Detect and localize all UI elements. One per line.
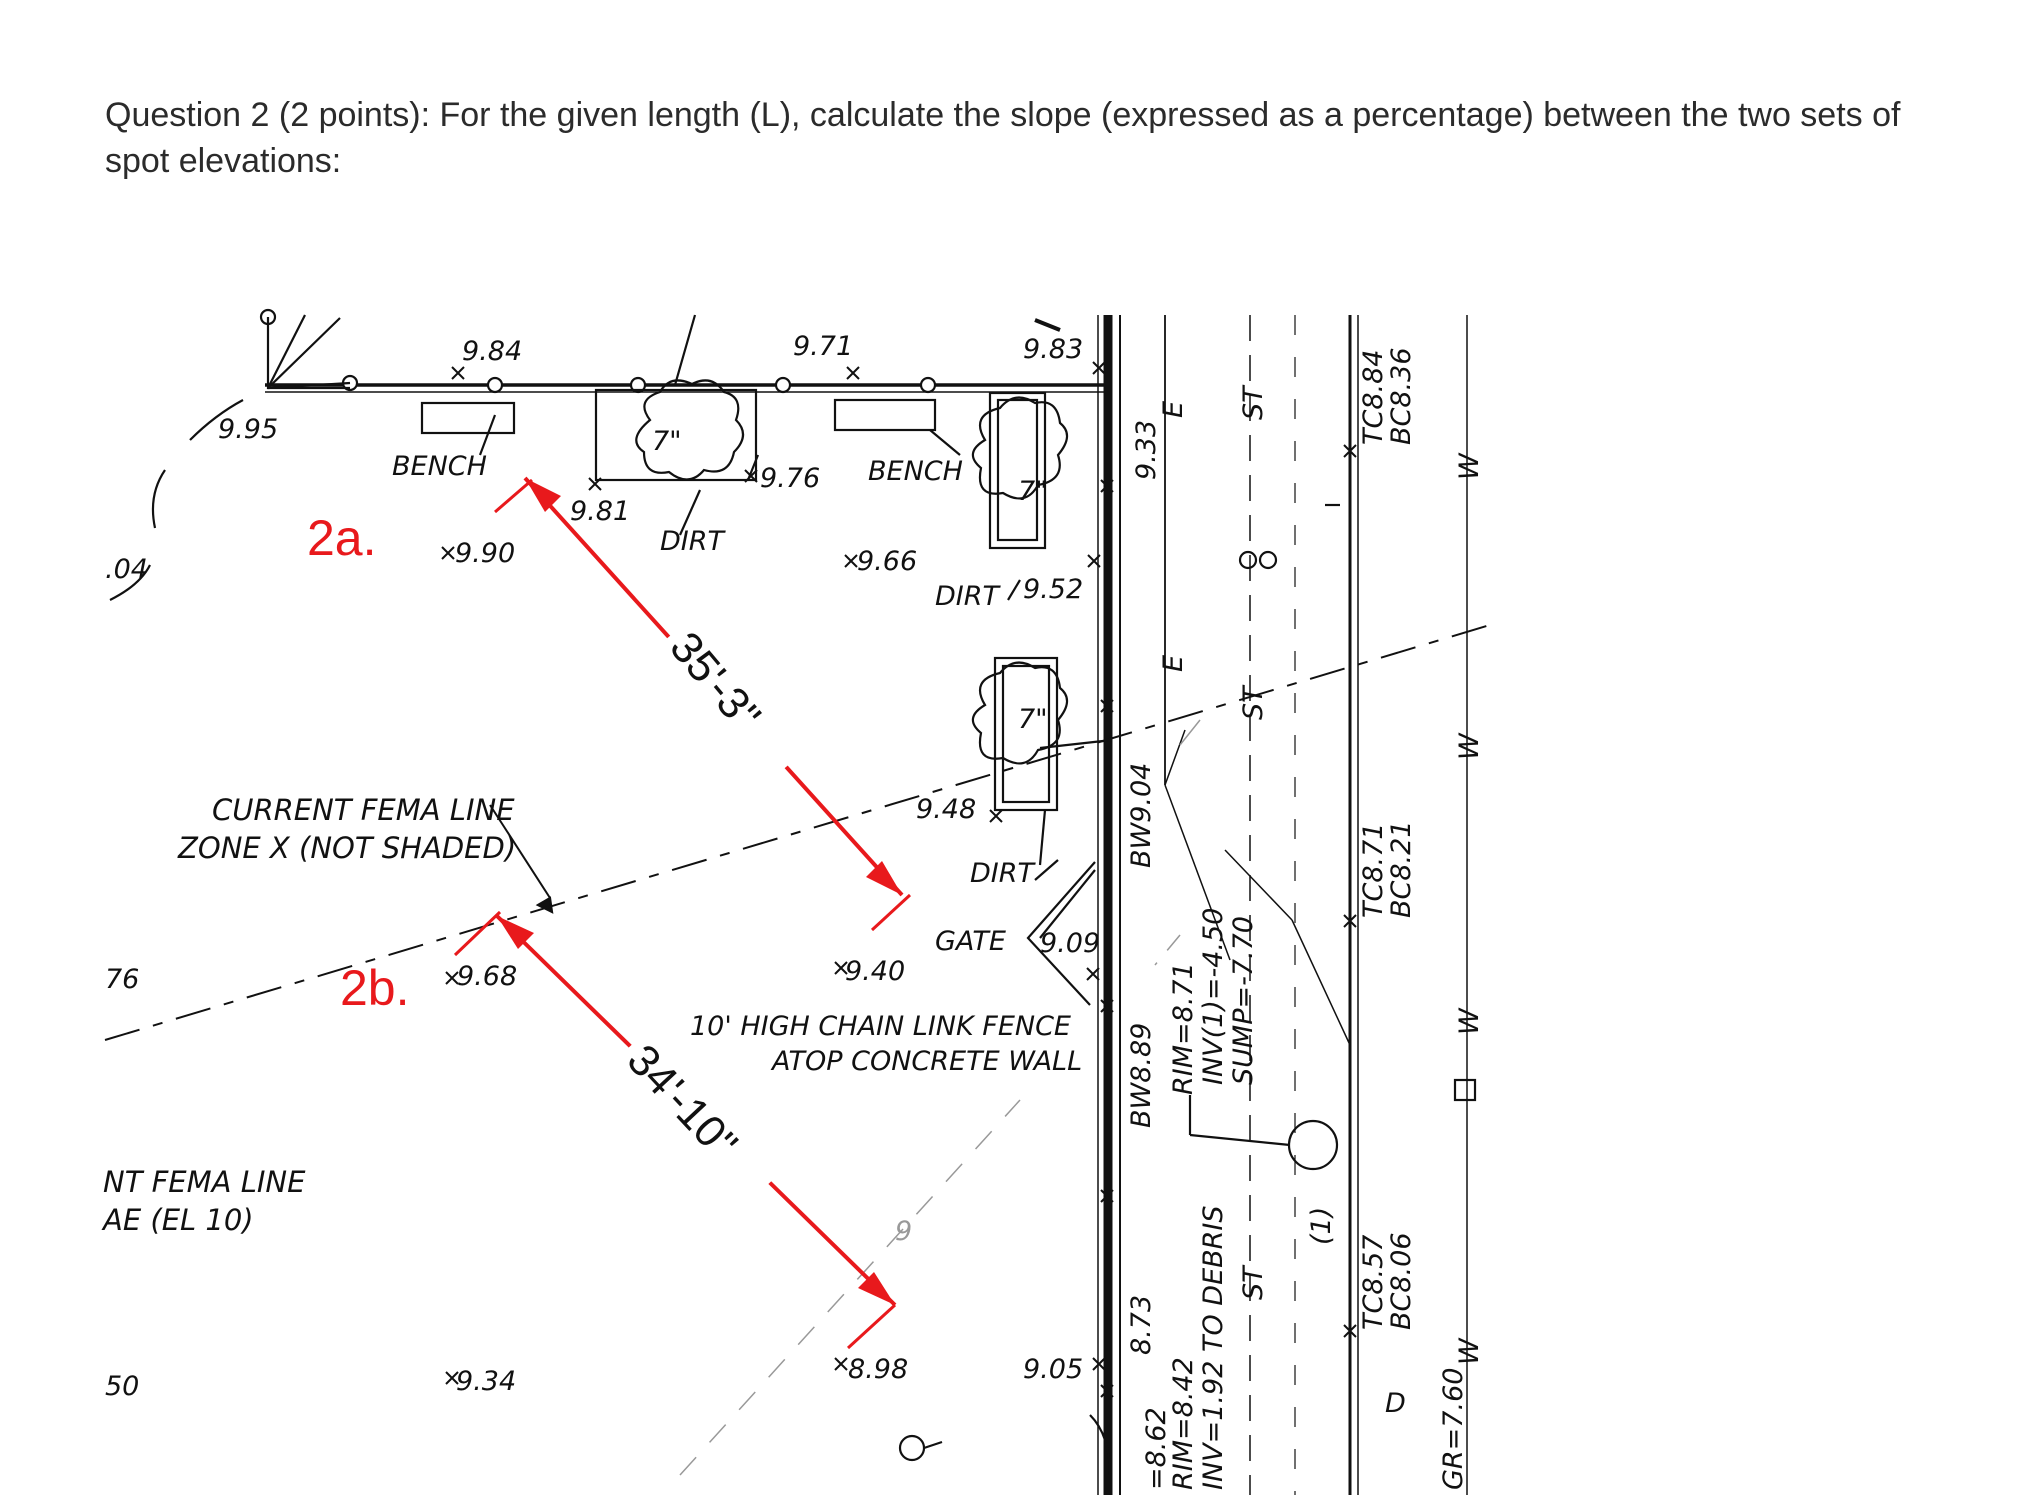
st-marker-2: ST <box>1238 684 1269 720</box>
elev-8-73: 8.73 <box>1126 1295 1157 1355</box>
bc-8-36: BC8.36 <box>1386 348 1417 446</box>
elev-9-66: 9.66 <box>857 546 917 577</box>
spot-elevation-labels: 9.95 9.84 9.71 9.83 9.76 9.81 9.90 9.66 … <box>105 331 1162 1402</box>
sump: SUMP=-7.70 <box>1228 916 1259 1085</box>
elev-9-09: 9.09 <box>1040 928 1100 959</box>
tc-8-84: TC8.84 <box>1358 350 1389 445</box>
arrowhead-2a-end <box>866 861 902 895</box>
fema-edge-label-1: NT FEMA LINE <box>103 1165 306 1199</box>
tc-8-57: TC8.57 <box>1358 1235 1389 1330</box>
fema-edge-label-2: AE (EL 10) <box>101 1203 254 1237</box>
elev-9-33: 9.33 <box>1131 420 1162 480</box>
rim-8-42: RIM=8.42 <box>1168 1357 1199 1490</box>
elev-8-98: 8.98 <box>848 1354 908 1385</box>
e-marker-1: E <box>1158 401 1189 418</box>
tree-labels: 7" 7" 7" <box>652 426 1048 735</box>
tree-size-2: 7" <box>1018 476 1048 507</box>
current-fema-line-label: CURRENT FEMA LINE <box>212 793 515 827</box>
elev-9-95: 9.95 <box>218 414 278 445</box>
edge-elev-76: 76 <box>105 964 139 995</box>
spot-x-marks <box>441 361 1357 1398</box>
inv-1: INV(1)=-4.50 <box>1198 908 1229 1085</box>
tree-size-1: 7" <box>652 426 682 457</box>
dirt-label-1: DIRT <box>660 526 727 557</box>
fema-line <box>104 624 1491 1041</box>
elev-9-48: 9.48 <box>916 794 976 825</box>
elev-9-81: 9.81 <box>570 496 630 527</box>
tc-8-71: TC8.71 <box>1358 823 1389 918</box>
w-marker-1: W <box>1454 452 1485 480</box>
bw-8-89: BW8.89 <box>1126 1023 1157 1128</box>
elev-9-52: 9.52 <box>1023 574 1083 605</box>
elev-9-40: 9.40 <box>845 956 905 987</box>
w-marker-4: W <box>1454 1337 1485 1365</box>
contour-label: 9 <box>895 1216 912 1247</box>
arrowhead-2a-start <box>525 478 561 512</box>
fence-label-1: 10' HIGH CHAIN LINK FENCE <box>690 1011 1071 1042</box>
gate-label: GATE <box>935 926 1006 957</box>
elev-9-34: 9.34 <box>456 1366 516 1397</box>
w-marker-3: W <box>1454 1007 1485 1035</box>
question-line-2: spot elevations: <box>105 142 342 180</box>
edge-elev-04: .04 <box>105 554 148 585</box>
question-line-1: Question 2 (2 points): For the given len… <box>105 96 1901 134</box>
fence-label-2: ATOP CONCRETE WALL <box>770 1046 1082 1077</box>
bc-8-06: BC8.06 <box>1386 1233 1417 1331</box>
linework <box>109 308 1477 1495</box>
elev-9-90: 9.90 <box>455 538 515 569</box>
callout-2b: 2b. 34'-10" <box>340 910 897 1350</box>
d-marker: D <box>1385 1388 1406 1419</box>
bw-9-04: BW9.04 <box>1126 763 1157 868</box>
inv-1-92: INV=1.92 TO DEBRIS <box>1198 1205 1229 1490</box>
callout-2b-label: 2b. <box>340 960 410 1016</box>
dirt-label-3: DIRT <box>970 858 1037 889</box>
gr-7-60: GR=7.60 <box>1438 1368 1469 1490</box>
elev-9-68: 9.68 <box>457 961 517 992</box>
manhole-number: (1) <box>1306 1207 1337 1245</box>
bench-label-1: BENCH <box>392 451 487 482</box>
rim-8-71: RIM=8.71 <box>1168 962 1199 1095</box>
elev-9-84: 9.84 <box>462 336 522 367</box>
callout-2a-label: 2a. <box>307 510 377 566</box>
elev-8-62: =8.62 <box>1141 1407 1172 1490</box>
dirt-label-2: DIRT <box>935 581 1002 612</box>
site-labels: BENCH BENCH DIRT DIRT DIRT CURRENT FEMA … <box>101 451 1082 1247</box>
st-marker-1: ST <box>1238 384 1269 420</box>
bench-label-2: BENCH <box>868 456 963 487</box>
question-text: Question 2 (2 points): For the given len… <box>105 92 2035 184</box>
w-marker-2: W <box>1454 732 1485 760</box>
edge-elev-50: 50 <box>105 1371 139 1402</box>
elev-9-05: 9.05 <box>1023 1354 1083 1385</box>
bc-8-21: BC8.21 <box>1386 821 1417 919</box>
e-marker-2: E <box>1158 655 1189 672</box>
callout-2b-length: 34'-10" <box>618 1035 747 1168</box>
tree-size-3: 7" <box>1018 704 1048 735</box>
elev-9-71: 9.71 <box>793 331 853 362</box>
current-fema-zone-label: ZONE X (NOT SHADED) <box>177 831 516 865</box>
elev-9-76: 9.76 <box>760 463 820 494</box>
st-marker-3: ST <box>1238 1264 1269 1300</box>
elev-9-83: 9.83 <box>1023 334 1083 365</box>
utility-labels: BW9.04 BW8.89 8.73 =8.62 RIM=8.71 INV(1)… <box>1126 348 1485 1491</box>
arrowhead-2b-start <box>497 916 534 949</box>
arrowhead-2b-end <box>858 1272 895 1305</box>
